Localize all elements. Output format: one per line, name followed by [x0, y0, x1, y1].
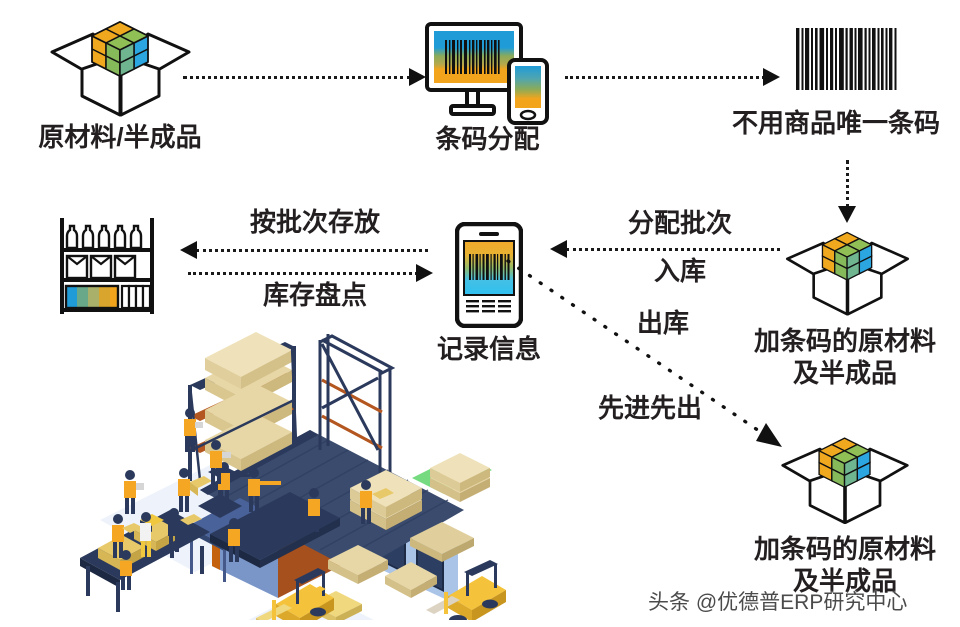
edge-outbound-label: 出库 — [636, 308, 689, 338]
edge-store-by-batch-arrow — [180, 241, 197, 259]
forklift-center — [256, 568, 334, 620]
pallet-rack-left — [188, 332, 298, 481]
isometric-warehouse-illustration: WAREHOUSE — [80, 332, 506, 620]
node-unique-barcode[interactable] — [796, 28, 900, 90]
open-box-with-cube-icon — [50, 21, 191, 117]
open-box-with-cube-icon — [785, 231, 910, 316]
edge-assign-batch-label: 分配批次 — [627, 208, 732, 238]
storage-shelf-icon — [60, 218, 154, 314]
edge-inventory-count-line — [188, 272, 418, 275]
open-box-with-cube-icon — [781, 437, 909, 524]
node-raw-material-label: 原材料/半成品 — [38, 122, 202, 152]
pallet-rack-empty — [318, 334, 396, 482]
material-2-line1: 加条码的原材料 — [753, 534, 936, 564]
barcode-icon — [796, 28, 897, 90]
warehouse-workers — [112, 408, 394, 590]
material-2-line2: 及半成品 — [792, 565, 897, 596]
edge-inventory-count-arrow — [416, 264, 433, 282]
watermark-text: 头条 @优德普ERP研究中心 — [648, 591, 908, 614]
monitor-barcode-icon — [425, 22, 549, 125]
edge-barcode-to-material-line — [846, 160, 849, 208]
mobile-barcode-scanner-icon — [454, 221, 524, 329]
node-record-info[interactable] — [454, 221, 524, 329]
edge-assign-to-barcode-arrow — [763, 68, 780, 86]
edge-store-by-batch-line — [196, 249, 428, 252]
edge-inbound-label: 入库 — [653, 256, 706, 286]
node-raw-material[interactable] — [38, 12, 203, 122]
material-1-line2: 及半成品 — [792, 357, 897, 388]
edge-assign-to-barcode-line — [565, 76, 765, 79]
node-barcode-assign-label: 条码分配 — [435, 124, 540, 154]
edge-store-by-batch-label: 按批次存放 — [249, 207, 380, 237]
material-1-line1: 加条码的原材料 — [753, 326, 936, 356]
edge-outbound-arrow — [756, 423, 782, 447]
node-barcoded-material-2-label: 加条码的原材料 及半成品 — [730, 534, 960, 597]
node-unique-barcode-label: 不用商品唯一条码 — [731, 108, 940, 138]
node-record-info-label: 记录信息 — [436, 334, 541, 364]
node-barcoded-material-1-label: 加条码的原材料 及半成品 — [730, 326, 960, 389]
node-barcoded-material-2[interactable] — [770, 428, 920, 530]
edge-raw-to-assign-line — [183, 76, 411, 79]
edge-barcode-to-material-arrow — [838, 206, 856, 223]
pallet-stacks — [310, 453, 490, 620]
node-warehouse-shelf[interactable] — [58, 216, 156, 316]
node-barcoded-material-1[interactable] — [775, 222, 920, 322]
edge-inbound-line — [566, 248, 780, 251]
edge-outbound-line — [506, 259, 770, 439]
edge-inventory-count-label: 库存盘点 — [262, 280, 367, 310]
edge-inbound-arrow — [550, 240, 567, 258]
node-barcode-assign[interactable] — [425, 22, 550, 127]
edge-outbound-diagonal — [506, 259, 782, 447]
edge-fifo-label: 先进先出 — [597, 393, 702, 423]
forklift-right — [426, 560, 506, 620]
edge-raw-to-assign-arrow — [409, 68, 426, 86]
